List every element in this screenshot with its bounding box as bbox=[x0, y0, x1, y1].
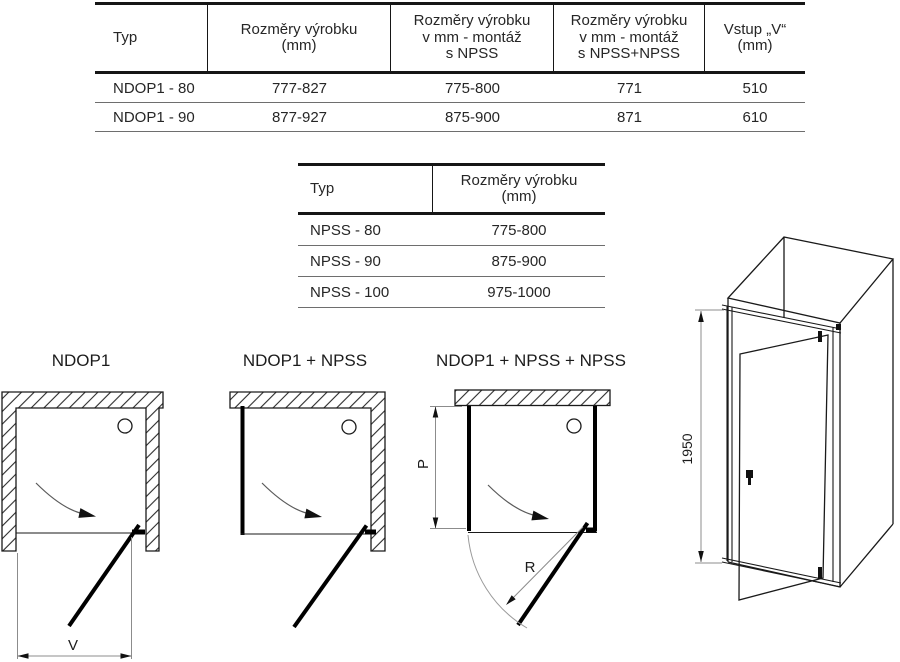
open-door-leaf bbox=[292, 524, 369, 629]
column-header-entry-v: Vstup „V“ (mm) bbox=[723, 20, 787, 54]
dimension-label-height: 1950 bbox=[679, 433, 695, 464]
column-header-typ: Typ bbox=[95, 5, 208, 71]
dim-arrowhead-icon bbox=[698, 551, 704, 562]
column-header-mount-npss: Rozměry výrobku v mm - montáž s NPSS bbox=[391, 5, 554, 71]
dim-arrowhead-icon bbox=[698, 311, 704, 322]
wall-hatched bbox=[1, 391, 164, 552]
table-header-row: Typ Rozměry výrobku (mm) Rozměry výrobku… bbox=[95, 2, 805, 74]
diagram-title: NDOP1 bbox=[52, 351, 111, 370]
column-header-product-size: Rozměry výrobku (mm) bbox=[208, 5, 391, 71]
cell-size: 877-927 bbox=[271, 108, 328, 126]
diagram-ndop1-npss-npss-top-view: NDOP1 + NPSS + NPSS R P bbox=[415, 351, 626, 629]
table-row: NPSS - 80 775-800 bbox=[298, 215, 605, 246]
dim-arrowhead-icon bbox=[506, 595, 516, 605]
swing-arrowhead-icon bbox=[78, 508, 96, 518]
dim-arrowhead-icon bbox=[432, 406, 439, 418]
column-header-product-size: Rozměry výrobku (mm) bbox=[460, 171, 578, 205]
door-swing-curve bbox=[35, 482, 81, 514]
wall-hatched bbox=[229, 391, 386, 552]
table-row: NPSS - 100 975-1000 bbox=[298, 277, 605, 308]
diagram-title: NDOP1 + NPSS bbox=[243, 351, 367, 370]
dim-arrowhead-icon bbox=[17, 653, 29, 659]
column-header-mount-npss-npss: Rozměry výrobku v mm - montáž s NPSS+NPS… bbox=[554, 5, 705, 71]
npss-dimensions-table: Typ Rozměry výrobku (mm) NPSS - 80 775-8… bbox=[298, 163, 605, 308]
cell-npss: 775-800 bbox=[444, 79, 501, 97]
door-hinge-top bbox=[818, 331, 822, 342]
enclosure-box-outline bbox=[726, 236, 895, 588]
cell-size: 875-900 bbox=[491, 252, 547, 270]
cell-npss-npss: 771 bbox=[616, 79, 643, 97]
diagram-ndop1-npss-top-view: NDOP1 + NPSS bbox=[229, 351, 386, 629]
cell-type: NPSS - 80 bbox=[310, 221, 381, 239]
open-door-leaf bbox=[516, 521, 590, 627]
open-door-leaf bbox=[67, 523, 141, 628]
ndop1-dimensions-table: Typ Rozměry výrobku (mm) Rozměry výrobku… bbox=[95, 2, 805, 132]
door-swing-arc bbox=[467, 534, 528, 629]
door-frame-rails bbox=[721, 304, 842, 588]
cell-size: 775-800 bbox=[491, 221, 547, 239]
shower-head-symbol bbox=[566, 418, 582, 434]
dimension-label-v: V bbox=[68, 637, 78, 654]
isometric-view: 1950 bbox=[679, 236, 895, 601]
door-hinge-bottom bbox=[818, 567, 822, 579]
dim-arrowhead-icon bbox=[120, 653, 132, 659]
cell-size: 777-827 bbox=[271, 79, 328, 97]
column-header-typ: Typ bbox=[298, 166, 433, 212]
cell-type: NDOP1 - 80 bbox=[113, 79, 195, 97]
cell-type: NPSS - 90 bbox=[310, 252, 381, 270]
cell-entry: 510 bbox=[742, 79, 768, 97]
cell-entry: 610 bbox=[742, 108, 768, 126]
table-row: NPSS - 90 875-900 bbox=[298, 246, 605, 277]
shower-head-symbol bbox=[117, 418, 133, 434]
swing-arrowhead-icon bbox=[304, 508, 322, 519]
diagram-ndop1-top-view: NDOP1 V bbox=[1, 351, 164, 659]
open-door-panel bbox=[738, 334, 829, 601]
top-bracket bbox=[836, 324, 841, 330]
cell-type: NPSS - 100 bbox=[310, 283, 390, 301]
door-handle-icon bbox=[748, 478, 751, 485]
table-row: NDOP1 - 80 777-827 775-800 771 510 bbox=[95, 74, 805, 103]
diagram-title: NDOP1 + NPSS + NPSS bbox=[436, 351, 626, 370]
dim-arrowhead-icon bbox=[432, 517, 439, 529]
radius-line-r bbox=[507, 526, 584, 604]
door-swing-curve bbox=[487, 484, 534, 516]
wall-hatched bbox=[454, 389, 611, 407]
cell-npss: 875-900 bbox=[444, 108, 501, 126]
door-swing-curve bbox=[261, 482, 307, 514]
door-handle-icon bbox=[746, 470, 753, 478]
cell-size: 975-1000 bbox=[487, 283, 551, 301]
cell-npss-npss: 871 bbox=[616, 108, 643, 126]
dimension-label-p: P bbox=[415, 459, 432, 469]
shower-head-symbol bbox=[341, 419, 357, 435]
cell-type: NDOP1 - 90 bbox=[113, 108, 195, 126]
swing-arrowhead-icon bbox=[531, 510, 549, 521]
table-header-row: Typ Rozměry výrobku (mm) bbox=[298, 163, 605, 215]
dimension-label-r: R bbox=[525, 559, 536, 576]
table-row: NDOP1 - 90 877-927 875-900 871 610 bbox=[95, 103, 805, 132]
